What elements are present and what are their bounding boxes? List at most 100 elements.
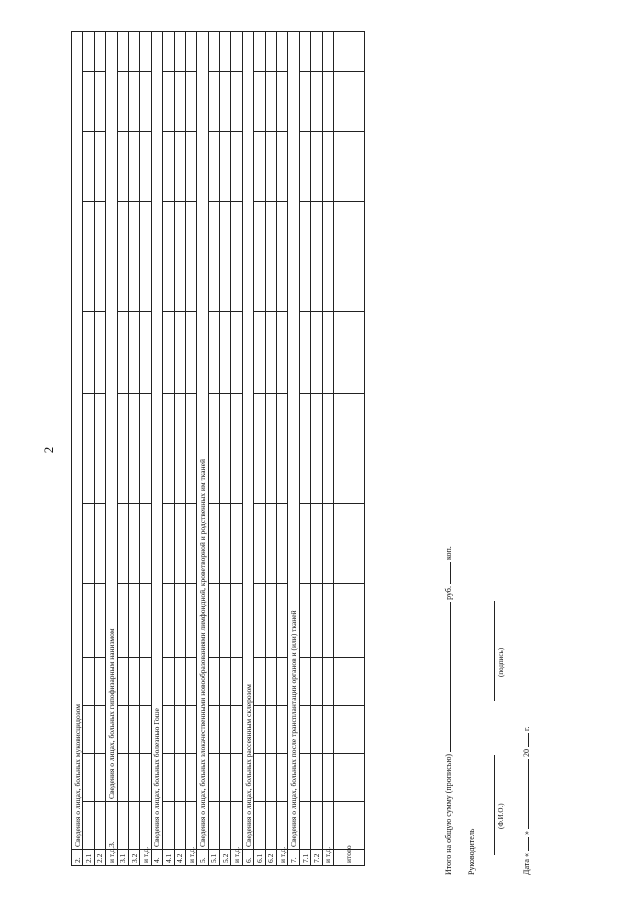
table-cell [162, 503, 175, 584]
table-cell [117, 583, 129, 658]
row-number-cell: 2.2 [94, 849, 106, 866]
table-cell [253, 71, 266, 132]
total-row: итого [333, 31, 365, 866]
table-cell [299, 131, 311, 202]
head-line: Руководитель [467, 829, 476, 875]
page-number: 2 [41, 446, 56, 454]
row-number-cell: итого [333, 845, 365, 866]
table-cell [82, 705, 95, 754]
row-number-cell: 6.2 [265, 849, 277, 866]
table-cell [230, 393, 243, 504]
table-cell [253, 753, 266, 802]
table-cell [322, 801, 334, 850]
total-sum-line: Итого на общую сумму (прописью) руб. коп… [441, 546, 453, 875]
table-cell [174, 583, 186, 658]
table-cell [230, 801, 243, 850]
table-cell [276, 753, 288, 802]
table-cell [333, 31, 365, 72]
section-title-cell: Сведения о лицах, больных гипофизарным н… [105, 31, 118, 802]
table-cell [310, 583, 323, 658]
table-cell [162, 657, 175, 706]
section-title-cell: Сведения о лицах, больных злокачественны… [196, 31, 209, 850]
table-cell [82, 311, 95, 394]
section-number-cell: 3. [105, 801, 118, 850]
signature-field [485, 601, 495, 701]
table-cell [82, 583, 95, 658]
table-cell [253, 657, 266, 706]
table-cell [117, 131, 129, 202]
table-cell [128, 705, 140, 754]
table-row: и т.д. [185, 31, 197, 866]
table-cell [253, 503, 266, 584]
table-cell [94, 705, 106, 754]
table-cell [94, 801, 106, 850]
table-cell [139, 753, 152, 802]
table-row: 7.2 [310, 31, 323, 866]
row-number-cell: и т.д. [139, 847, 152, 866]
row-number-cell: и т.д. [322, 847, 334, 866]
table-row: и т.д. [139, 31, 152, 866]
table-row: и т.д. [230, 31, 243, 866]
table-cell [310, 31, 323, 72]
table-cell [230, 201, 243, 312]
section-title-cell: Сведения о лицах, больных муковисцидозом [71, 31, 83, 850]
table-cell [128, 71, 140, 132]
table-cell [299, 393, 311, 504]
table-cell [310, 503, 323, 584]
table-cell [208, 503, 220, 584]
table-cell [276, 657, 288, 706]
table-cell [219, 657, 231, 706]
table-cell [230, 583, 243, 658]
table-cell [174, 31, 186, 72]
date-prefix: Дата « [522, 853, 531, 875]
table-cell [185, 753, 197, 802]
table-cell [139, 393, 152, 504]
table-cell [299, 503, 311, 584]
row-number-cell: 3.1 [117, 849, 129, 866]
table-cell [310, 705, 323, 754]
table-cell [276, 311, 288, 394]
table-row: 3.1 [117, 31, 129, 866]
section-row: 6.Сведения о лицах, больных рассеянным с… [242, 31, 254, 866]
table-cell [333, 801, 365, 850]
row-number-cell: 7. [287, 849, 300, 866]
table-cell [94, 201, 106, 312]
table-cell [219, 201, 231, 312]
table-cell [82, 657, 95, 706]
table-cell [185, 71, 197, 132]
table-cell [208, 31, 220, 72]
table-cell [117, 801, 129, 850]
table-cell [174, 131, 186, 202]
table-cell [117, 31, 129, 72]
table-cell [219, 71, 231, 132]
row-number-cell: 7.2 [310, 849, 323, 866]
table-cell [185, 31, 197, 72]
table-cell [230, 311, 243, 394]
table-cell [185, 393, 197, 504]
table-cell [276, 71, 288, 132]
table-cell [162, 31, 175, 72]
rub-label: руб. [444, 586, 453, 600]
table-cell [208, 311, 220, 394]
fio-caption: (Ф.И.О.) [497, 803, 505, 829]
table-cell [162, 801, 175, 850]
table-cell [299, 31, 311, 72]
table-cell [94, 393, 106, 504]
table-cell [253, 705, 266, 754]
table-cell [265, 393, 277, 504]
table-cell [230, 131, 243, 202]
table-cell [265, 503, 277, 584]
total-sum-label: Итого на общую сумму (прописью) [444, 753, 453, 875]
table-cell [162, 201, 175, 312]
table-cell [94, 753, 106, 802]
date-mid: » [522, 831, 531, 836]
table-cell [82, 31, 95, 72]
table-cell [265, 657, 277, 706]
table-cell [253, 311, 266, 394]
table-cell [185, 131, 197, 202]
table-cell [253, 393, 266, 504]
table-cell [208, 657, 220, 706]
table-cell [219, 801, 231, 850]
table-cell [219, 753, 231, 802]
report-table-container: 2.Сведения о лицах, больных муковисцидоз… [71, 31, 391, 866]
